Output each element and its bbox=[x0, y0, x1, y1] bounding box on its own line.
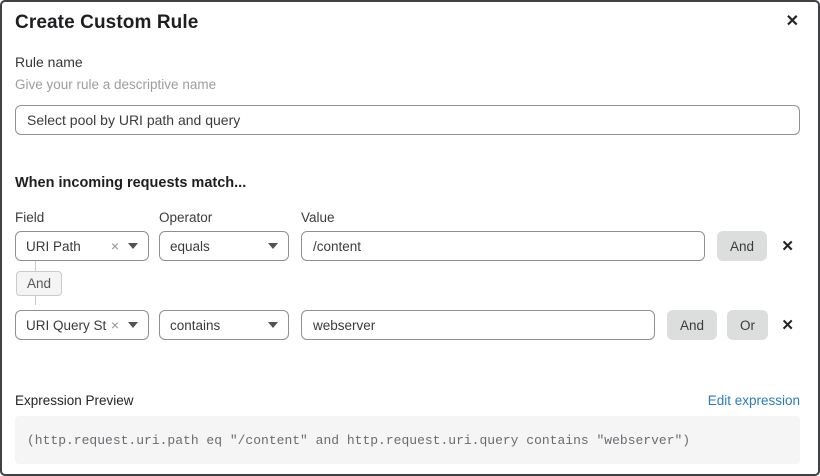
expression-preview-label: Expression Preview bbox=[15, 392, 134, 408]
condition-row-2: URI Query St... × contains And Or ✕ bbox=[15, 310, 800, 340]
close-icon[interactable]: ✕ bbox=[785, 13, 799, 30]
dialog-title: Create Custom Rule bbox=[15, 12, 199, 33]
operator-column-label: Operator bbox=[159, 210, 213, 225]
condition-connector: And bbox=[15, 261, 800, 305]
remove-condition-icon-2[interactable]: ✕ bbox=[781, 316, 794, 334]
field-column-label: Field bbox=[15, 210, 45, 225]
rule-name-helper: Give your rule a descriptive name bbox=[15, 77, 217, 92]
add-or-condition-button-2[interactable]: Or bbox=[727, 310, 769, 340]
expression-preview-header: Expression Preview Edit expression bbox=[15, 392, 800, 408]
value-input-2[interactable] bbox=[301, 310, 655, 340]
field-select-2[interactable]: URI Query St... × bbox=[15, 310, 149, 340]
connector-and-badge: And bbox=[16, 270, 63, 296]
operator-select-2[interactable]: contains bbox=[159, 310, 289, 340]
add-and-condition-button-1[interactable]: And bbox=[717, 231, 768, 261]
condition-column-labels: Field Operator Value bbox=[15, 210, 800, 226]
value-input-1[interactable] bbox=[301, 231, 705, 261]
value-column-label: Value bbox=[301, 210, 335, 225]
operator-select-2-value: contains bbox=[170, 317, 221, 333]
rule-name-input[interactable] bbox=[15, 105, 800, 135]
chevron-down-icon bbox=[128, 322, 138, 328]
match-section-heading: When incoming requests match... bbox=[15, 175, 247, 191]
operator-select-1[interactable]: equals bbox=[159, 231, 289, 261]
condition-row-1: URI Path × equals And ✕ bbox=[15, 231, 800, 261]
expression-preview-code: (http.request.uri.path eq "/content" and… bbox=[15, 416, 800, 464]
dialog-header: Create Custom Rule ✕ bbox=[15, 12, 800, 35]
field-select-2-value: URI Query St... bbox=[26, 317, 107, 333]
operator-select-1-value: equals bbox=[170, 238, 210, 254]
clear-icon[interactable]: × bbox=[110, 317, 119, 333]
chevron-down-icon bbox=[268, 243, 278, 249]
chevron-down-icon bbox=[268, 322, 278, 328]
field-select-1-value: URI Path bbox=[26, 238, 81, 254]
clear-icon[interactable]: × bbox=[110, 238, 119, 254]
edit-expression-link[interactable]: Edit expression bbox=[707, 392, 800, 408]
field-select-1[interactable]: URI Path × bbox=[15, 231, 149, 261]
chevron-down-icon bbox=[128, 243, 138, 249]
remove-condition-icon-1[interactable]: ✕ bbox=[781, 237, 794, 255]
add-and-condition-button-2[interactable]: And bbox=[667, 310, 718, 340]
rule-name-label: Rule name bbox=[15, 54, 83, 70]
